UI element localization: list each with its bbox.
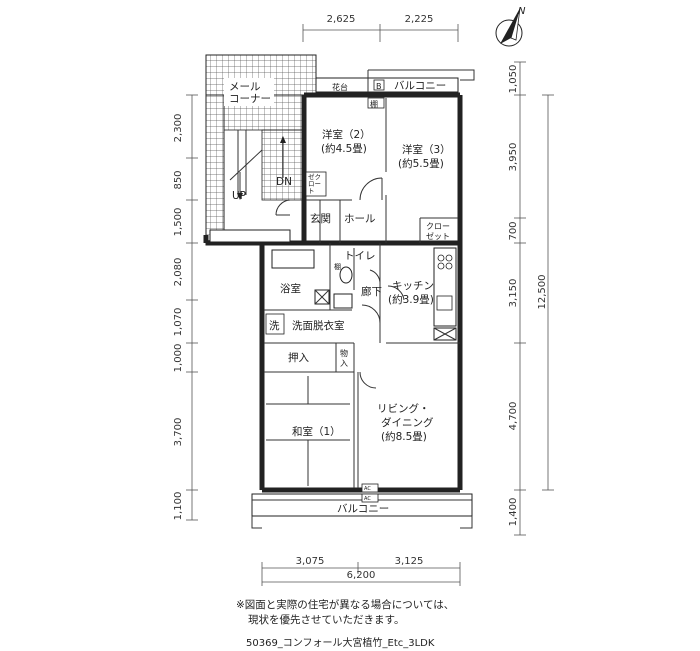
- footnote-line-1: ※図面と実際の住宅が異なる場合については、: [236, 599, 455, 611]
- dim-top-2: 2,225: [405, 14, 434, 25]
- storage-label-2: 入: [340, 359, 348, 368]
- stairwell: メール コーナー UP DN: [205, 54, 317, 246]
- japanese-room-label: 和室（1）: [292, 425, 341, 438]
- kitchen-name: キッチン: [392, 280, 434, 292]
- wash-basin-icon: [333, 293, 353, 309]
- ac-mark-1: AC: [364, 486, 371, 492]
- compass-icon: N: [495, 6, 526, 47]
- top-dimensions: 2,625 2,225: [302, 14, 459, 42]
- dim-left-7: 3,700: [173, 418, 184, 447]
- interior-walls: [264, 98, 460, 488]
- bottom-dimensions: 3,075 3,125 6,200: [261, 556, 461, 586]
- walls: [203, 92, 463, 493]
- dim-right-total: 12,500: [537, 275, 548, 310]
- dim-left-2: 850: [173, 170, 184, 189]
- dim-right-4: 3,150: [508, 279, 519, 308]
- washroom-label: 洗面脱衣室: [292, 319, 345, 332]
- dim-left-1: 2,300: [173, 114, 184, 143]
- room-labels: 洋室（2） (約4.5畳) 洋室（3） (約5.5畳) ゼク ロー ト 玄関 ホ…: [265, 128, 457, 486]
- dim-bottom-1: 3,075: [296, 556, 325, 567]
- dim-right-6: 1,400: [508, 498, 519, 527]
- closet-label-2: ゼット: [426, 231, 450, 241]
- left-dimensions: 2,300 850 1,500 2,080 1,070 1,000 3,700 …: [173, 94, 198, 521]
- dim-left-4: 2,080: [173, 258, 184, 287]
- corridor-label: 廊下: [361, 285, 382, 298]
- dim-bottom-total: 6,200: [347, 570, 376, 581]
- footnote-line-2: 現状を優先させていただきます。: [248, 614, 405, 626]
- bottom-balcony: AC AC バルコニー: [251, 483, 473, 529]
- ac-mark-2: AC: [364, 496, 371, 502]
- western2-size: (約4.5畳): [321, 142, 367, 155]
- balcony-bottom-label: バルコニー: [337, 503, 389, 515]
- bathtub-icon: [271, 249, 315, 269]
- dim-bottom-2: 3,125: [395, 556, 424, 567]
- dim-left-5: 1,070: [173, 308, 184, 337]
- dim-left-3: 1,500: [173, 208, 184, 237]
- dim-right-3: 700: [508, 221, 519, 240]
- wash-mark-label: 洗: [269, 320, 280, 332]
- living-label-3: (約8.5畳): [381, 430, 427, 443]
- dim-right-2: 3,950: [508, 143, 519, 172]
- balcony-top-label: バルコニー: [394, 80, 446, 92]
- dim-right-5: 4,700: [508, 402, 519, 431]
- caption: 50369_コンフォール大宮植竹_Etc_3LDK: [246, 638, 435, 649]
- living-label-1: リビング・: [377, 402, 430, 415]
- kitchen-counter: [433, 247, 457, 327]
- small-closet-label-2: ロー: [308, 180, 321, 188]
- top-balcony: 花台 B バルコニー 棚: [315, 69, 475, 109]
- right-dimensions: 1,050 3,950 700 3,150 4,700 1,400 12,500: [508, 61, 554, 536]
- dim-top-1: 2,625: [327, 14, 356, 25]
- bath-label: 浴室: [280, 282, 301, 295]
- entrance-label: 玄関: [310, 212, 331, 225]
- dim-left-8: 1,100: [173, 492, 184, 521]
- toilet-label: トイレ: [344, 250, 376, 262]
- hall-label: ホール: [344, 213, 376, 225]
- stair-down-label: DN: [276, 176, 292, 188]
- storage-label-1: 物: [340, 348, 348, 358]
- small-closet-label-3: ト: [308, 187, 315, 195]
- toilet-shelf-label: 棚: [334, 262, 341, 271]
- mail-corner-label-1: メール: [229, 81, 261, 93]
- flower-bed-label: 花台: [332, 82, 348, 92]
- western2-name: 洋室（2）: [322, 128, 371, 141]
- western3-name: 洋室（3）: [402, 143, 451, 156]
- north-label: N: [518, 6, 526, 17]
- toilet-icon: [339, 266, 353, 284]
- doors: [275, 177, 405, 389]
- stair-up-label: UP: [232, 190, 246, 202]
- closet-label-1: クロー: [426, 222, 450, 231]
- oshiire-label: 押入: [288, 351, 309, 364]
- tana-label: 棚: [370, 99, 378, 109]
- kitchen-size: (約3.9畳): [388, 293, 434, 306]
- small-closet-label-1: ゼク: [308, 172, 321, 181]
- western3-size: (約5.5畳): [398, 157, 444, 170]
- mail-corner-label-2: コーナー: [229, 93, 271, 105]
- dim-left-6: 1,000: [173, 344, 184, 373]
- dim-right-1: 1,050: [508, 65, 519, 94]
- b-mark-label: B: [376, 82, 382, 91]
- living-label-2: ダイニング: [381, 416, 434, 429]
